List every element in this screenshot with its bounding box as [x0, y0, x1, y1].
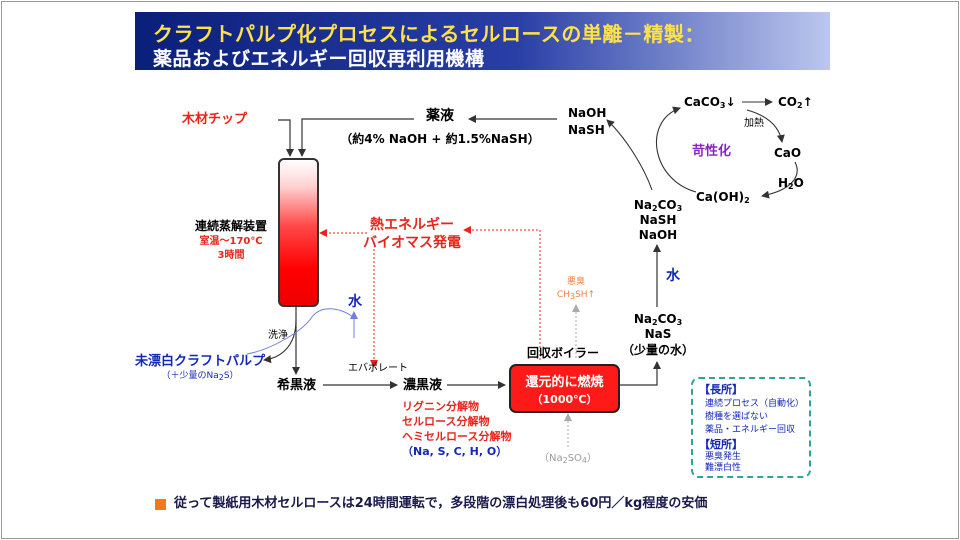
elements-label: （Na, S, C, H, O）: [402, 445, 508, 458]
caoh2-label: Ca(OH)2: [696, 190, 750, 205]
co2-label: CO2↑: [778, 95, 813, 110]
liquor-label: 薬液: [426, 108, 454, 124]
strong-black-liquor-label: 濃黒液: [403, 378, 443, 393]
water-label: 水: [348, 294, 362, 310]
footer-bullet: [155, 499, 166, 510]
pros-cons-box: 【長所】 連続プロセス（自動化） 樹種を選ばない 薬品・エネルギー回収 【短所】…: [691, 377, 811, 478]
liquor-composition: （約4% NaOH + 約1.5%NaSH）: [340, 132, 540, 146]
cellulose-decomposition: セルロース分解物: [402, 415, 490, 428]
cons-title: 【短所】: [699, 438, 743, 451]
arrow-to-pulp: [263, 319, 297, 364]
heat-energy-label: 熱エネルギー: [370, 217, 454, 233]
recovery-boiler-label: 回収ボイラー: [526, 346, 600, 360]
caco3-label: CaCO3↓: [684, 95, 736, 110]
heating-label: 加熱: [744, 118, 764, 129]
pros-item: 連続プロセス（自動化）: [705, 399, 805, 409]
wood-chips-label: 木材チップ: [182, 112, 248, 127]
naoh-top: NaOH: [568, 106, 607, 120]
little-water-label: （少量の水）: [621, 343, 695, 357]
arrow-caco3-to-cao: [746, 109, 785, 143]
nas-bottom: NaS: [644, 327, 672, 341]
na2co3-bottom: Na2CO3: [633, 312, 683, 327]
na2co3-mid: Na2CO3: [633, 198, 683, 213]
hemicellulose-decomposition: ヘミセルロース分解物: [402, 430, 512, 443]
pros-item: 樹種を選ばない: [705, 412, 769, 422]
title-line2: 薬品およびエネルギー回収再利用機構: [153, 48, 485, 70]
arrow-chips-to-digester: [278, 119, 294, 157]
reductive-burn-label: 還元的に燃焼: [525, 375, 604, 390]
digester-column: [278, 158, 319, 307]
recovery-boiler-box: 還元的に燃焼 （1000℃）: [509, 364, 620, 413]
nash-mid: NaSH: [639, 213, 677, 227]
arrow-caoh2-to-caco3: [656, 106, 697, 193]
burn-temp-label: （1000℃）: [531, 393, 598, 406]
h2o-label: H2O: [778, 176, 804, 191]
evaporator-label: エバポレート: [348, 363, 408, 374]
footer-text: 従って製紙用木材セルロースは24時間運転で，多段階の漂白処理後も60円／kg程度…: [174, 496, 708, 511]
cao-label: CaO: [774, 146, 802, 160]
arrow-boiler-to-heat: [463, 226, 541, 360]
ch3sh-label: CH3SH↑: [556, 290, 596, 301]
arrow-boiler-out: [618, 361, 661, 386]
arrow-cao-to-caoh2: [761, 161, 798, 199]
lignin-decomposition: リグニン分解物: [402, 400, 479, 413]
water-step-label: 水: [666, 268, 680, 284]
nash-top: NaSH: [568, 123, 605, 137]
odor-label: 悪臭: [566, 277, 586, 287]
na2so4-label: （Na2SO4）: [538, 453, 598, 465]
arrow-liquor-to-digester: [298, 118, 414, 157]
cons-item: 悪臭発生: [705, 452, 742, 462]
digester-label: 連続蒸解装置: [194, 219, 268, 233]
unbleached-pulp-label: 未漂白クラフトパルプ: [134, 354, 266, 369]
washing-label: 洗浄: [268, 330, 288, 341]
weak-black-liquor-label: 希黒液: [277, 378, 317, 393]
naoh-mid: NaOH: [638, 228, 678, 242]
title-bar: クラフトパルプ化プロセスによるセルロースの単離－精製： 薬品およびエネルギー回収…: [135, 12, 830, 70]
title-line1: クラフトパルプ化プロセスによるセルロースの単離－精製：: [153, 22, 705, 46]
digester-condition-time: 3時間: [217, 250, 245, 261]
unbleached-pulp-note: （＋少量のNa2S）: [161, 371, 239, 382]
cons-item: 難漂白性: [705, 463, 742, 473]
pros-title: 【長所】: [699, 383, 743, 396]
arrow-to-naoh: [606, 119, 653, 191]
pros-item: 薬品・エネルギー回収: [705, 425, 796, 435]
digester-condition-temp: 室温～170℃: [199, 236, 263, 247]
causticizing-label: 苛性化: [692, 144, 732, 159]
biomass-power-label: バイオマス発電: [363, 235, 461, 251]
